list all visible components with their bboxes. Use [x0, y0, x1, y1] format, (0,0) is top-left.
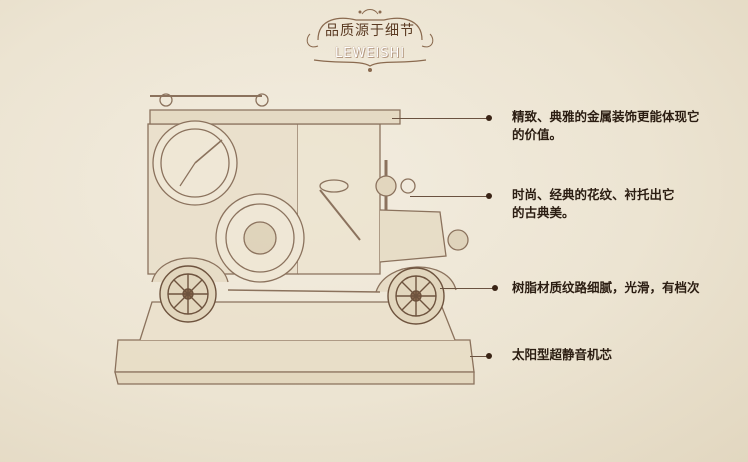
title-ornament: 品质源于细节 LEWEISHI [300, 6, 440, 78]
callout-line: 太阳型超静音机芯 [512, 347, 613, 362]
leader-line-3 [440, 288, 494, 289]
callout-line: 时尚、经典的花纹、衬托出它 [512, 187, 675, 202]
callout-movement: 太阳型超静音机芯 [512, 346, 612, 364]
bullet-dot-1 [486, 115, 492, 121]
callout-line: 的古典美。 [512, 205, 575, 220]
bullet-dot-3 [492, 285, 498, 291]
callout-line: 的价值。 [512, 127, 563, 142]
bullet-dot-4 [486, 353, 492, 359]
leader-line-1 [392, 118, 490, 119]
brand-subtitle: LEWEISHI [334, 46, 406, 61]
section-title: 品质源于细节 [325, 23, 415, 39]
leader-line-2 [410, 196, 490, 197]
callout-metal-decoration: 精致、典雅的金属装饰更能体现它 的价值。 [512, 108, 700, 144]
callout-pattern: 时尚、经典的花纹、衬托出它 的古典美。 [512, 186, 675, 222]
bullet-dot-2 [486, 193, 492, 199]
leader-line-4 [470, 356, 490, 357]
callout-line: 树脂材质纹路细腻，光滑，有档次 [512, 280, 700, 295]
ornament-frame-icon [306, 9, 434, 72]
callout-line: 精致、典雅的金属装饰更能体现它 [512, 109, 700, 124]
callout-resin-material: 树脂材质纹路细腻，光滑，有档次 [512, 279, 700, 297]
